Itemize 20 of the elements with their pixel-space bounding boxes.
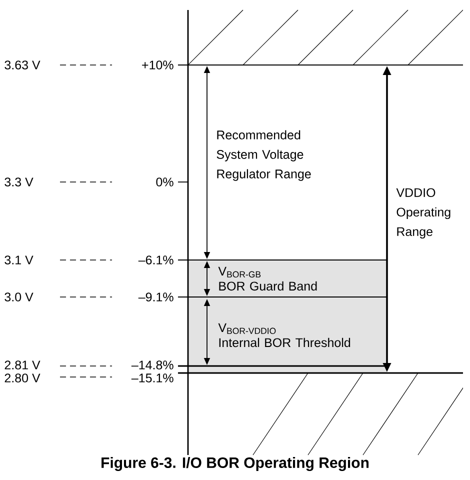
voltage-label: 2.80 V (4, 374, 40, 382)
voltage-label: 2.81 V (4, 360, 40, 370)
shaded-band: V$_{BOR-GB}$ BOR Guard Band (188, 260, 388, 298)
figure-caption: Figure 6-3. I/O BOR Operating Region (102, 456, 369, 472)
percent-label: –6.1% (138, 256, 174, 264)
node-label: V$_{BOR-VDDIO}$ (218, 323, 276, 334)
node-label: BOR Guard Band (219, 281, 317, 291)
voltage-label: 3.3 V (4, 178, 34, 186)
voltage-label: 3.1 V (4, 256, 34, 264)
percent-label: 0% (156, 178, 174, 186)
range-label: Recommended System Voltage Regulator Range (216, 130, 311, 181)
percent-label: –15.1% (131, 374, 174, 382)
percent-label: +10% (142, 60, 174, 70)
node-label: V$_{BOR-GB}$ (218, 266, 261, 278)
node-label: Internal BOR Threshold (219, 338, 350, 348)
percent-label: –9.1% (138, 292, 174, 302)
percent-label: –14.8% (131, 360, 174, 370)
voltage-label: 3.0 V (4, 292, 34, 302)
range-label: VDDIO Operating Range (396, 188, 450, 239)
voltage-label: 3.63 V (4, 60, 40, 70)
